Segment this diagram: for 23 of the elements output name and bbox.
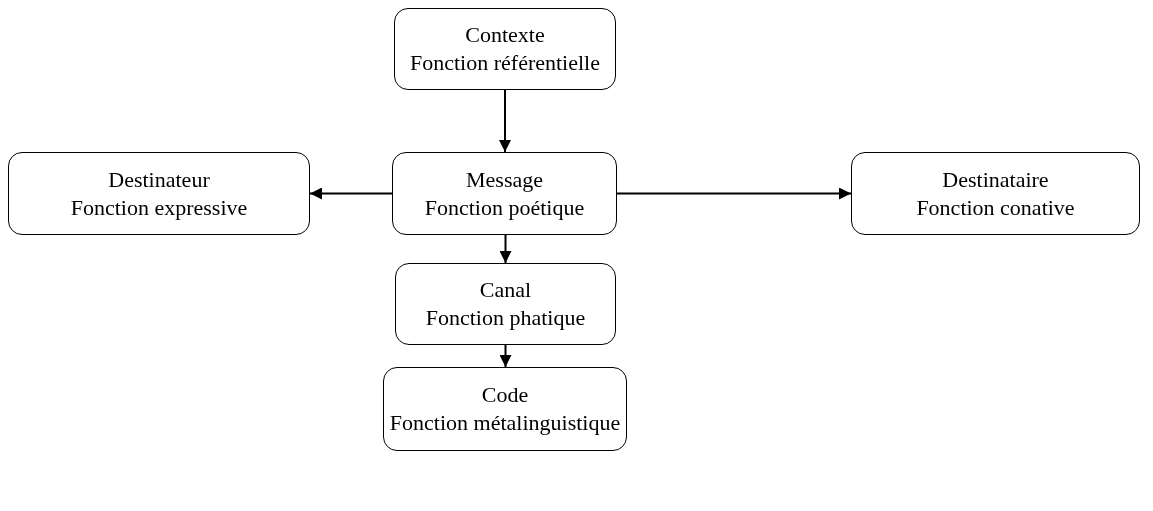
node-title: Destinataire	[942, 165, 1049, 194]
process-box	[851, 152, 1140, 235]
process-box	[8, 152, 310, 235]
arrow	[499, 89, 511, 153]
arrow	[499, 344, 512, 368]
process-box	[394, 8, 616, 90]
process-box	[395, 263, 616, 345]
process-box	[392, 152, 617, 235]
node-subtitle: Fonction expressive	[70, 193, 248, 222]
node-subtitle: Fonction métalinguistique	[389, 409, 621, 437]
node-subtitle: Fonction référentielle	[410, 49, 600, 77]
node-title: Code	[481, 381, 529, 409]
node-title: Canal	[479, 276, 532, 304]
arrow	[616, 187, 852, 200]
node-subtitle: Fonction poétique	[424, 193, 585, 222]
node-title: Destinateur	[108, 165, 210, 194]
node-title: Contexte	[465, 21, 545, 49]
node-title: Message	[466, 165, 543, 194]
node-subtitle: Fonction phatique	[425, 304, 586, 332]
process-box	[383, 367, 627, 451]
arrow	[499, 234, 512, 264]
arrow	[309, 187, 393, 200]
node-subtitle: Fonction conative	[916, 193, 1075, 222]
